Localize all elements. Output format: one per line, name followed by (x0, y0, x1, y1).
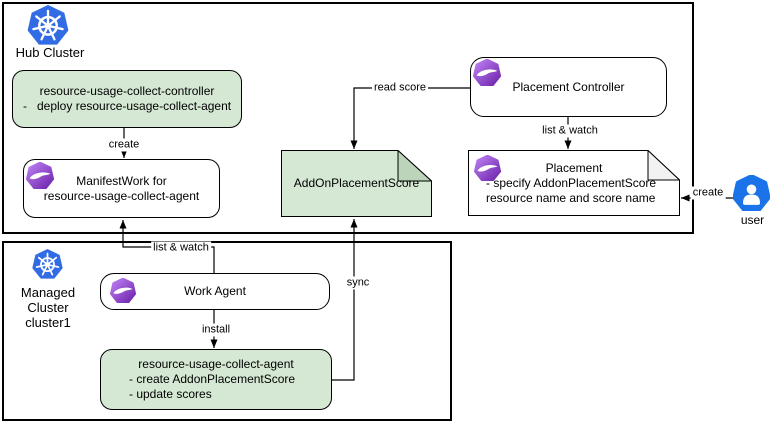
edge-label-list-watch: list & watch (151, 241, 211, 255)
hub-cluster-label: Hub Cluster (15, 45, 85, 60)
agent-bullet1: - create AddonPlacementScore (129, 372, 296, 386)
edge-label-install: install (199, 323, 233, 337)
user-icon (733, 175, 770, 211)
agent-node: resource-usage-collect-agent - create Ad… (100, 349, 332, 410)
addonplacementscore-node: AddOnPlacementScore (281, 150, 432, 217)
work-agent-node: Work Agent (100, 273, 330, 310)
controller-node: resource-usage-collect-controller - depl… (12, 70, 242, 128)
placement-title: Placement (545, 161, 603, 175)
placement-node: Placement - specify AddonPlacementScore … (468, 150, 680, 216)
edge-label-create: create (690, 186, 726, 200)
agent-bullet2: - update scores (129, 387, 212, 401)
edge-label-list-watch: list & watch (540, 124, 600, 138)
controller-bullet: - deploy resource-usage-collect-agent (23, 99, 232, 113)
manifestwork-node: ManifestWork for resource-usage-collect-… (23, 159, 220, 218)
manifestwork-line2: resource-usage-collect-agent (43, 188, 200, 203)
placement-bullet2: resource name and score name (486, 191, 656, 205)
agent-title: resource-usage-collect-agent (138, 357, 294, 371)
placement-controller-node: Placement Controller (470, 57, 667, 117)
note-shape (281, 150, 432, 217)
user-label: user (740, 213, 765, 227)
kubernetes-icon (27, 5, 69, 45)
edge-label-create: create (106, 138, 142, 152)
manifestwork-line1: ManifestWork for (76, 173, 167, 188)
placement-controller-label: Placement Controller (512, 79, 625, 94)
work-agent-label: Work Agent (184, 284, 246, 298)
addonplacementscore-label: AddOnPlacementScore (293, 176, 420, 190)
edge-label-read-score: read score (372, 81, 428, 95)
kubernetes-icon (32, 249, 63, 279)
note-shape (468, 150, 680, 216)
controller-title: resource-usage-collect-controller (39, 84, 215, 98)
managed-cluster-sublabel: cluster1 (25, 315, 71, 330)
placement-bullet1: - specify AddonPlacementScore (486, 176, 657, 190)
managed-cluster-label: Managed Cluster (20, 285, 76, 315)
edge-label-sync: sync (344, 276, 372, 290)
managed-cluster-box (2, 241, 452, 421)
